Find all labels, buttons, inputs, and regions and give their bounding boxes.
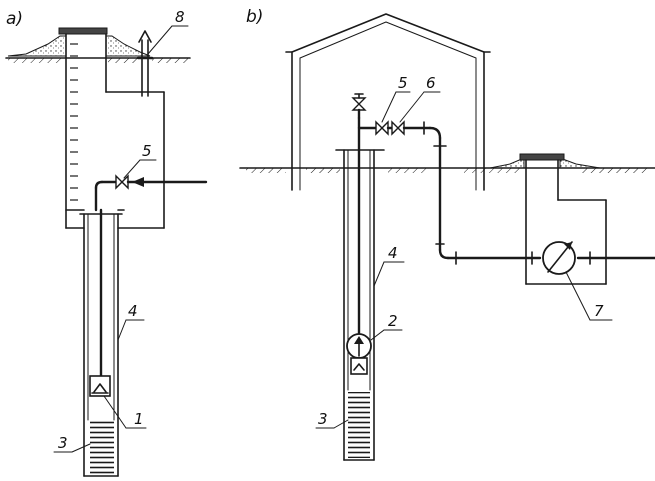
- panel-a-callouts: 8 5 4 3 1: [53, 8, 189, 453]
- panel-a-well-screen: [90, 420, 114, 476]
- panel-a-flow-arrow: [132, 177, 144, 187]
- panel-b-meter-chamber: [519, 153, 607, 285]
- panel-b-label: b): [246, 7, 263, 27]
- panel-a-vent-pipe: [136, 30, 154, 97]
- panel-a-tank: [65, 33, 165, 229]
- panel-b-flow-meter: [542, 241, 576, 275]
- panel-a-well-casing: [79, 208, 123, 477]
- panel-a-delivery-pipe: [94, 174, 208, 212]
- callout-b-2: 2: [388, 312, 398, 330]
- callout-b-4: 4: [388, 244, 398, 262]
- panel-a: a): [5, 8, 208, 477]
- callout-a-4: 4: [128, 302, 138, 320]
- callout-b-3: 3: [318, 410, 328, 428]
- callout-b-6: 6: [426, 74, 436, 92]
- panel-a-pump: [89, 375, 111, 397]
- panel-a-level-scale: [70, 43, 78, 201]
- panel-b: b): [239, 7, 655, 461]
- panel-b-pump: [346, 333, 372, 375]
- panel-b-well-screen: [348, 392, 370, 458]
- callout-a-1: 1: [134, 410, 144, 428]
- panel-b-delivery-pipe: [357, 120, 655, 265]
- callout-a-3: 3: [58, 434, 68, 452]
- panel-a-ground: [5, 35, 191, 63]
- callout-a-8: 8: [175, 8, 185, 26]
- panel-b-valve-5: [375, 120, 389, 136]
- panel-b-valve-6: [391, 120, 405, 136]
- callout-b-5: 5: [398, 74, 408, 92]
- panel-b-pump-house: [285, 13, 491, 191]
- panel-a-manhole-cover: [58, 27, 108, 35]
- panel-b-air-valve: [351, 97, 367, 111]
- callout-a-5: 5: [142, 142, 152, 160]
- panel-b-ground: [239, 157, 655, 173]
- panel-a-valve: [115, 174, 129, 190]
- callout-b-7: 7: [594, 302, 604, 320]
- panel-b-callouts: 5 6 4 2 3 7: [315, 74, 613, 429]
- panel-b-riser: [351, 93, 367, 338]
- panel-a-label: a): [6, 9, 23, 29]
